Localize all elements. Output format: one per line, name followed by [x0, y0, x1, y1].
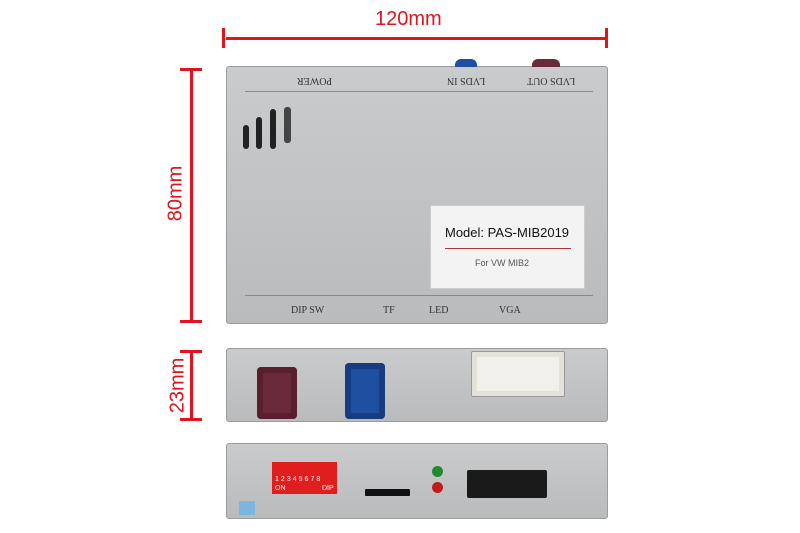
height-tick-bottom: [180, 320, 202, 323]
depth-tick-top: [180, 350, 202, 353]
depth-dimension-label: 23mm: [166, 357, 189, 414]
width-tick-right: [605, 28, 608, 48]
dip-label: DIP: [322, 485, 334, 492]
bottom-divider: [245, 295, 593, 296]
side-view-housing: [226, 348, 608, 422]
dip-sw-label: DIP SW: [291, 305, 325, 316]
top-divider: [245, 91, 593, 92]
red-led: [432, 482, 443, 493]
lvds-out-label: LVDS OUT: [527, 75, 576, 86]
vent-slots: [243, 107, 293, 152]
vga-label: VGA: [499, 305, 521, 316]
depth-tick-bottom: [180, 418, 202, 421]
dip-switch[interactable]: 12345678 ON DIP: [272, 462, 337, 494]
width-dimension-label: 120mm: [375, 8, 442, 30]
lvds-in-port: [345, 363, 385, 419]
lvds-in-connector: [455, 59, 477, 67]
tf-card-slot[interactable]: [365, 489, 410, 496]
product-sticker: Model: PAS-MIB2019 For VW MIB2: [430, 205, 585, 289]
green-led: [432, 466, 443, 477]
led-label: LED: [429, 305, 449, 316]
model-text: Model: PAS-MIB2019: [445, 225, 570, 240]
label-sticker-icon: [239, 501, 255, 515]
tf-label: TF: [383, 305, 395, 316]
dip-number: 2: [280, 476, 287, 483]
power-connector: [467, 470, 547, 498]
depth-dimension-arrow: [190, 352, 193, 420]
dip-number: 4: [292, 476, 299, 483]
compatibility-text: For VW MIB2: [475, 258, 530, 268]
height-dimension-arrow: [190, 70, 193, 322]
dip-number: 6: [304, 476, 311, 483]
dip-number: 5: [298, 476, 305, 483]
height-tick-top: [180, 68, 202, 71]
lvds-out-connector: [532, 59, 560, 67]
dip-on-label: ON: [275, 485, 286, 492]
width-tick-left: [222, 28, 225, 48]
dip-number: 8: [316, 476, 323, 483]
dip-number: 7: [310, 476, 317, 483]
dip-number: 3: [286, 476, 293, 483]
front-view-housing: 12345678 ON DIP: [226, 443, 608, 519]
width-dimension-arrow: [226, 37, 606, 40]
lvds-in-label: LVDS IN: [447, 75, 486, 86]
dip-number: 1: [275, 476, 281, 483]
lvds-out-port: [257, 367, 297, 419]
top-view-housing: POWER LVDS IN LVDS OUT Model: PAS-MIB201…: [226, 59, 608, 324]
vga-connector: [471, 351, 565, 397]
height-dimension-label: 80mm: [164, 165, 187, 222]
power-label: POWER: [297, 75, 332, 86]
